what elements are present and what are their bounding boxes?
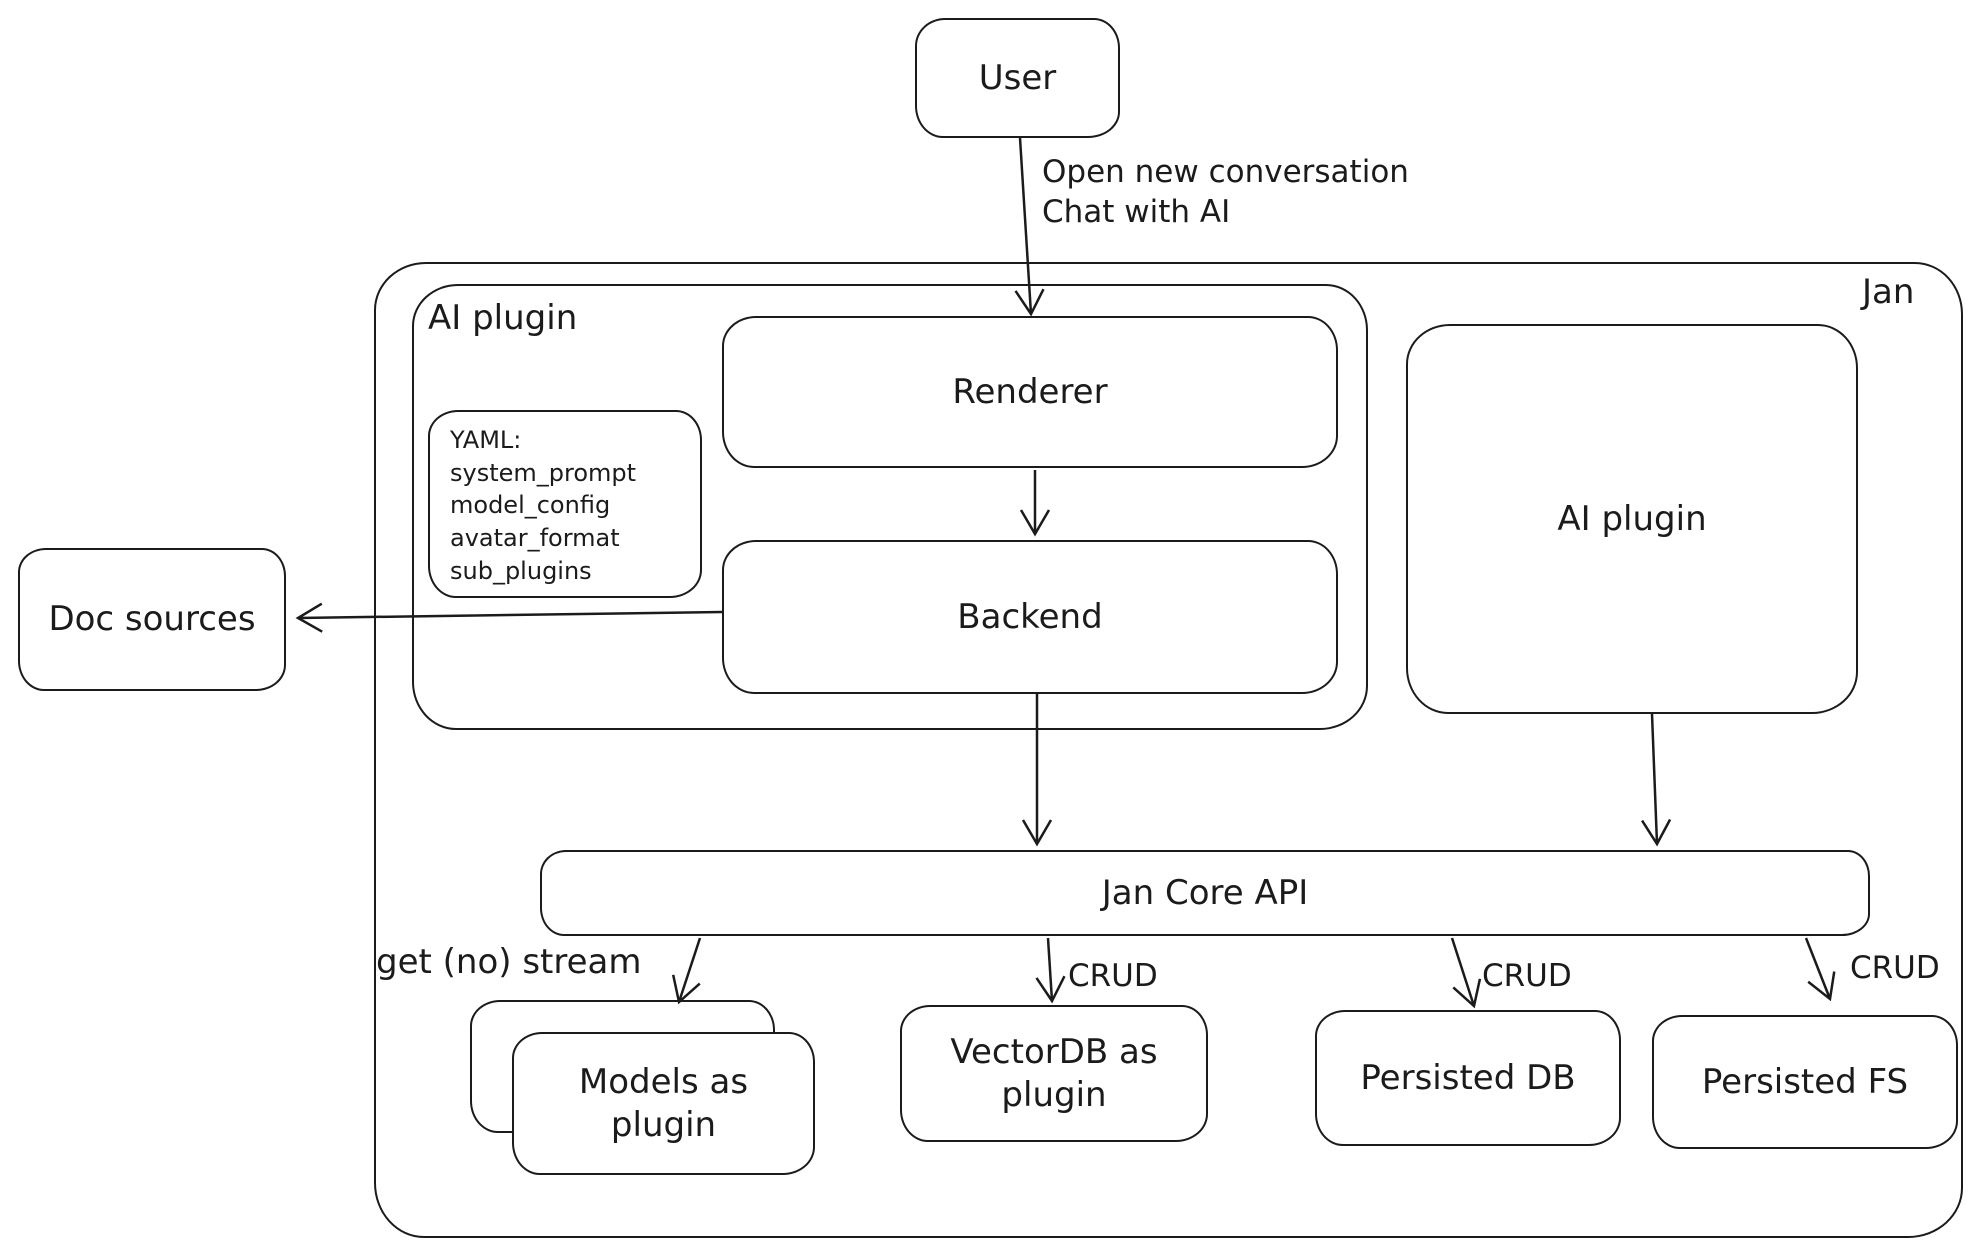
- user-node: User: [915, 18, 1120, 138]
- edge-label-user-to-renderer: Open new conversation Chat with AI: [1042, 152, 1409, 233]
- persisted-fs-node: Persisted FS: [1652, 1015, 1958, 1149]
- edge-label-crud-vectordb: CRUD: [1068, 958, 1158, 994]
- yaml-note-line: model_config: [450, 491, 611, 520]
- jan-core-api-node-label: Jan Core API: [1101, 872, 1309, 913]
- user-node-label: User: [978, 57, 1057, 98]
- yaml-note-text: YAML: system_prompt model_config avatar_…: [450, 424, 636, 587]
- persisted-db-node-label: Persisted DB: [1360, 1057, 1576, 1098]
- ai-plugin-container-box: [412, 284, 1368, 730]
- yaml-note: YAML: system_prompt model_config avatar_…: [428, 410, 702, 598]
- jan-container-box: [374, 262, 1963, 1238]
- edge-label-crud-db: CRUD: [1482, 958, 1572, 994]
- doc-sources-node: Doc sources: [18, 548, 286, 691]
- renderer-node: Renderer: [722, 316, 1338, 468]
- yaml-note-line: avatar_format: [450, 523, 620, 552]
- models-plugin-node: Models as plugin: [512, 1032, 815, 1175]
- persisted-db-node: Persisted DB: [1315, 1010, 1621, 1146]
- ai-plugin-node-label: AI plugin: [1557, 498, 1707, 539]
- yaml-note-line: sub_plugins: [450, 556, 592, 585]
- edge-label-line2: Chat with AI: [1042, 194, 1231, 231]
- doc-sources-node-label: Doc sources: [48, 599, 256, 640]
- ai-plugin-node: AI plugin: [1406, 324, 1858, 714]
- persisted-fs-node-label: Persisted FS: [1701, 1061, 1909, 1102]
- edge-label-crud-fs: CRUD: [1850, 950, 1940, 986]
- ai-plugin-container-label: AI plugin: [428, 298, 578, 338]
- jan-core-api-node: Jan Core API: [540, 850, 1870, 936]
- vectordb-plugin-node: VectorDB as plugin: [900, 1005, 1208, 1142]
- models-plugin-node-label: Models as plugin: [578, 1062, 749, 1145]
- yaml-note-line: system_prompt: [450, 458, 637, 487]
- jan-container-label: Jan: [1862, 272, 1915, 312]
- renderer-node-label: Renderer: [952, 371, 1108, 412]
- backend-node-label: Backend: [957, 596, 1103, 637]
- backend-node: Backend: [722, 540, 1338, 694]
- yaml-note-title: YAML:: [450, 426, 522, 454]
- edge-label-line1: Open new conversation: [1042, 154, 1409, 190]
- edge-label-get-no-stream: get (no) stream: [376, 942, 642, 982]
- vectordb-plugin-node-label: VectorDB as plugin: [950, 1032, 1158, 1115]
